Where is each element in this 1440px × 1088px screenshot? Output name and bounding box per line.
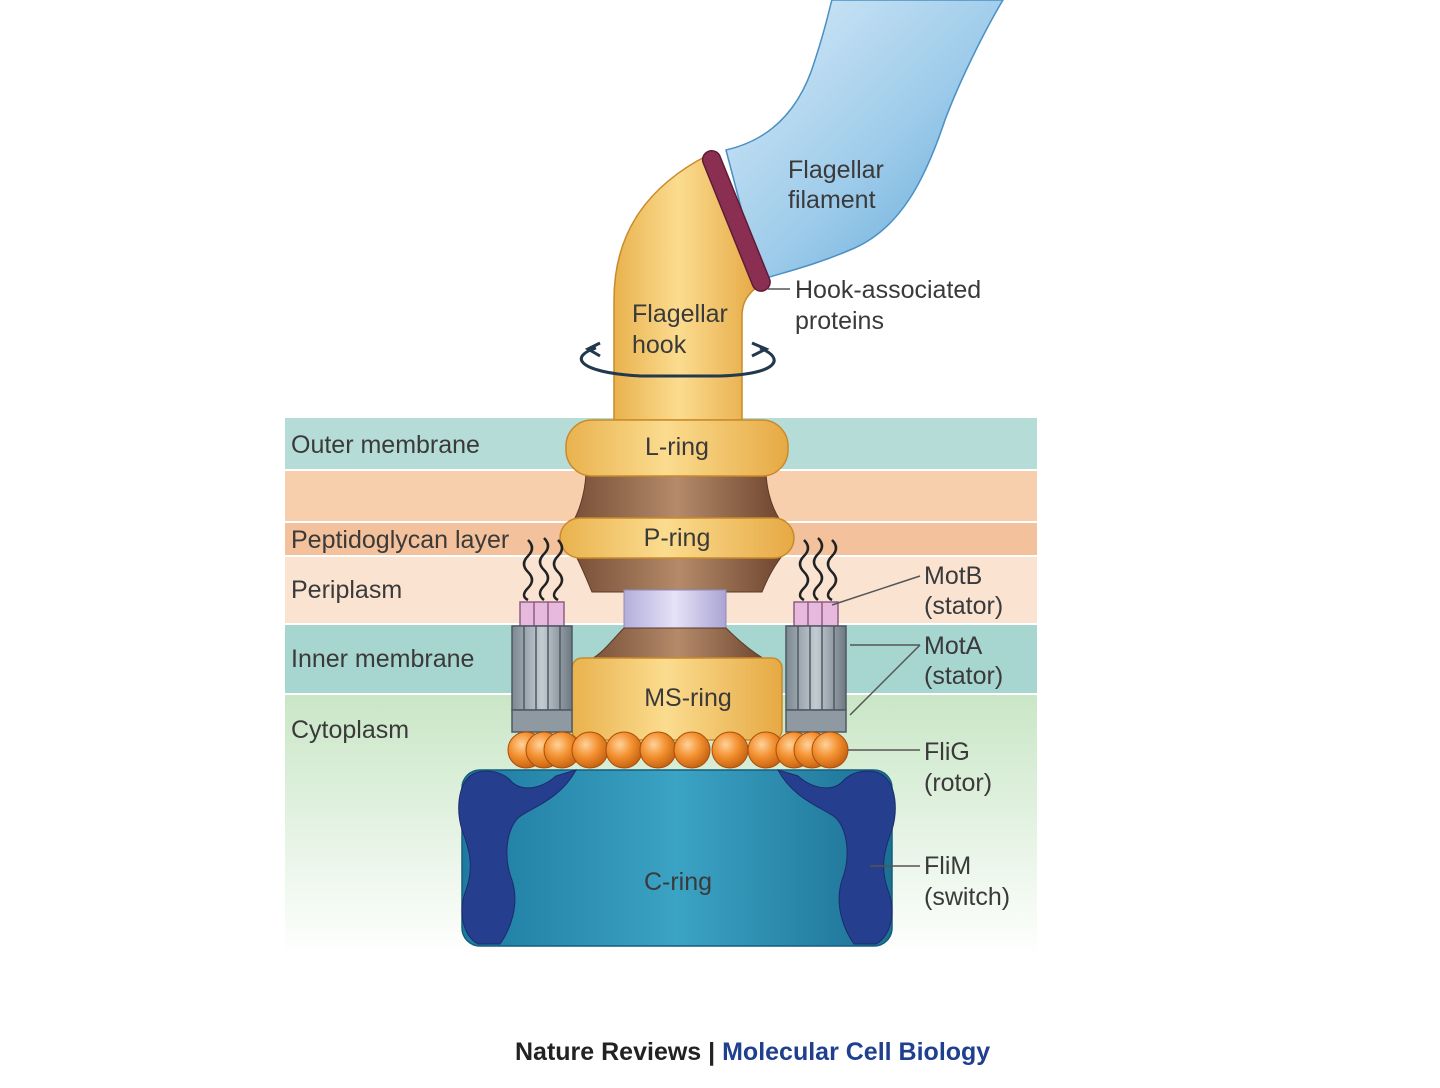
flim-left: [458, 769, 578, 945]
motb-right: [793, 601, 839, 627]
credit-separator: |: [708, 1038, 716, 1066]
flim-right: [776, 769, 896, 945]
layer-label-inner-membrane: Inner membrane: [291, 645, 474, 673]
layer-label-cytoplasm: Cytoplasm: [291, 716, 409, 744]
flim-label-line1: FliM: [924, 852, 971, 880]
p-ring-label: P-ring: [644, 524, 711, 552]
mota-label-line1: MotA: [924, 632, 983, 660]
rod-upper: [573, 469, 781, 521]
layer-label-periplasm: Periplasm: [291, 576, 402, 604]
flig-label-line1: FliG: [924, 738, 970, 766]
rod-lower: [575, 555, 783, 593]
leader-lines: [768, 288, 921, 867]
motb-left: [519, 601, 565, 627]
mota-label-line2: (stator): [924, 662, 1003, 690]
rotation-arrow-icon: [579, 341, 776, 378]
credit-publisher: Nature Reviews: [515, 1038, 702, 1066]
flagellar-hook: [613, 153, 759, 421]
l-ring-label: L-ring: [645, 433, 709, 461]
stator-left: [511, 537, 573, 733]
ms-ring-label: MS-ring: [644, 684, 732, 712]
hook-associated-proteins: [701, 149, 771, 292]
credit-journal: Molecular Cell Biology: [722, 1038, 991, 1066]
flagellar-filament: [725, 0, 1004, 281]
layer-label-outer-membrane: Outer membrane: [291, 431, 480, 459]
stator-right: [785, 537, 847, 733]
c-ring: [461, 769, 893, 947]
mota-left: [511, 625, 573, 711]
figure-credit: Nature Reviews | Molecular Cell Biology: [515, 1038, 990, 1067]
flig-label-line2: (rotor): [924, 769, 992, 797]
c-ring-label: C-ring: [644, 868, 712, 896]
hook-label-line2: hook: [632, 331, 687, 359]
flim-label-line2: (switch): [924, 883, 1010, 911]
filament-label-line2: filament: [788, 186, 876, 214]
hook-associated-label-line1: Hook-associated: [795, 276, 981, 304]
l-ring: [565, 419, 789, 477]
motb-label-line1: MotB: [924, 562, 982, 590]
p-ring: [559, 517, 795, 559]
layer-label-peptidoglycan: Peptidoglycan layer: [291, 526, 509, 554]
hook-associated-label-line2: proteins: [795, 307, 884, 335]
motb-label-line2: (stator): [924, 592, 1003, 620]
hook-label-line1: Flagellar: [632, 300, 728, 328]
flig-rotor-balls: [507, 731, 849, 769]
rod-middle: [623, 589, 727, 629]
filament-label-line1: Flagellar: [788, 156, 884, 184]
mota-right: [785, 625, 847, 711]
